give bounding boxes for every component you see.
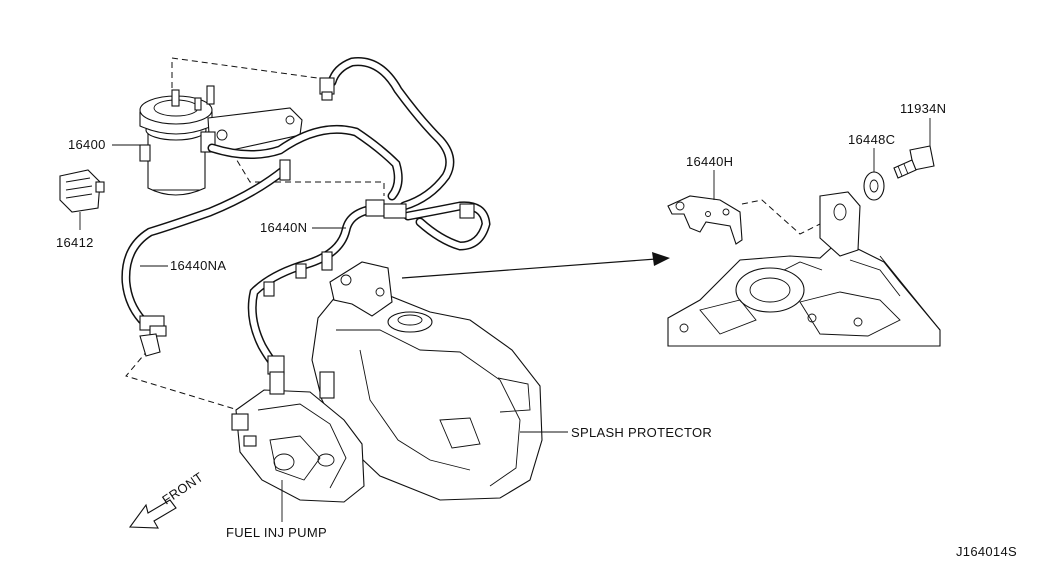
- label-16400: 16400: [68, 137, 106, 152]
- bolt-11934N: [893, 145, 935, 179]
- diagram-code: J164014S: [956, 544, 1017, 559]
- label-16440N: 16440N: [260, 220, 307, 235]
- detail-view-arrow: [401, 252, 670, 279]
- label-splash-protector: SPLASH PROTECTOR: [571, 425, 712, 440]
- engine-block-detail: [667, 191, 941, 347]
- front-direction-arrow: FRONT: [128, 469, 206, 529]
- hose-16440NA: [121, 124, 403, 357]
- engine-splash-protector: [311, 261, 543, 501]
- label-16440NA: 16440NA: [170, 258, 226, 273]
- fuel-injection-pump: [231, 371, 365, 503]
- washer-16448C: [863, 171, 885, 201]
- label-front: FRONT: [159, 469, 206, 507]
- bracket-16440H: [667, 195, 743, 245]
- label-11934N: 11934N: [900, 101, 946, 116]
- label-fuel-inj-pump: FUEL INJ PUMP: [226, 525, 327, 540]
- sensor-16412: [59, 169, 105, 213]
- fuel-filter-assembly: [139, 85, 303, 196]
- return-hose: [319, 57, 455, 211]
- label-16412: 16412: [56, 235, 94, 250]
- label-16440H: 16440H: [686, 154, 733, 169]
- label-16448C: 16448C: [848, 132, 895, 147]
- hose-16440N: [247, 199, 491, 375]
